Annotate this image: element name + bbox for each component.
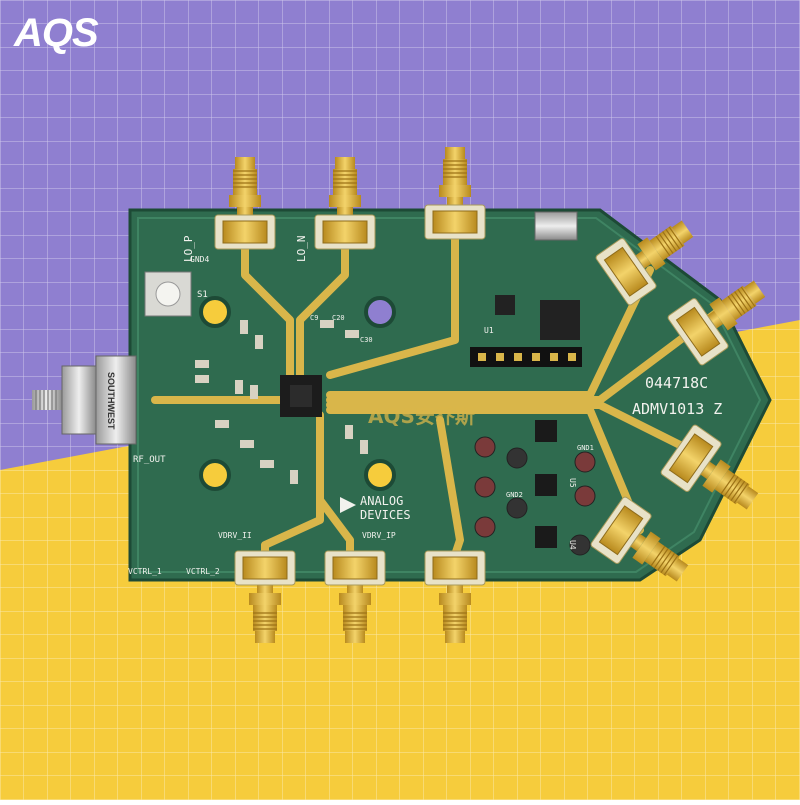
- silk-c9: C9: [310, 314, 318, 322]
- silk-lo-p: LO_P: [182, 235, 195, 262]
- connector-brand: SOUTHWEST: [106, 372, 116, 430]
- silk-vctrl-2: VCTRL_2: [186, 567, 220, 576]
- manufacturer-line1: ANALOG: [360, 494, 403, 508]
- silk-vdrv-ii: VDRV_II: [218, 531, 252, 540]
- silk-vctrl-1: VCTRL_1: [128, 567, 162, 576]
- silk-gnd1: GND1: [577, 444, 594, 452]
- silk-vdrv-ip: VDRV_IP: [362, 531, 396, 540]
- silk-lo-n: LO_N: [295, 236, 308, 263]
- silk-board-name: ADMV1013 Z: [632, 400, 722, 418]
- silk-c20: C20: [332, 314, 345, 322]
- silk-u5: U5: [568, 478, 577, 488]
- watermark-text: AQS安乔斯: [368, 404, 475, 428]
- brand-logo-text: AQS: [13, 11, 99, 54]
- silk-gnd4: GND4: [190, 255, 209, 264]
- silk-rf-out: RF_OUT: [133, 455, 166, 465]
- silk-gnd2: GND2: [506, 491, 523, 499]
- silk-c30: C30: [360, 336, 373, 344]
- silk-u1: U1: [484, 326, 494, 335]
- silk-u4: U4: [568, 540, 577, 550]
- analog-devices-logo-icon: [340, 497, 356, 513]
- brand-logo: AQS: [13, 11, 100, 54]
- manufacturer-line2: DEVICES: [360, 508, 411, 522]
- silk-s1: S1: [197, 290, 208, 300]
- silk-part-number: 044718C: [645, 374, 708, 392]
